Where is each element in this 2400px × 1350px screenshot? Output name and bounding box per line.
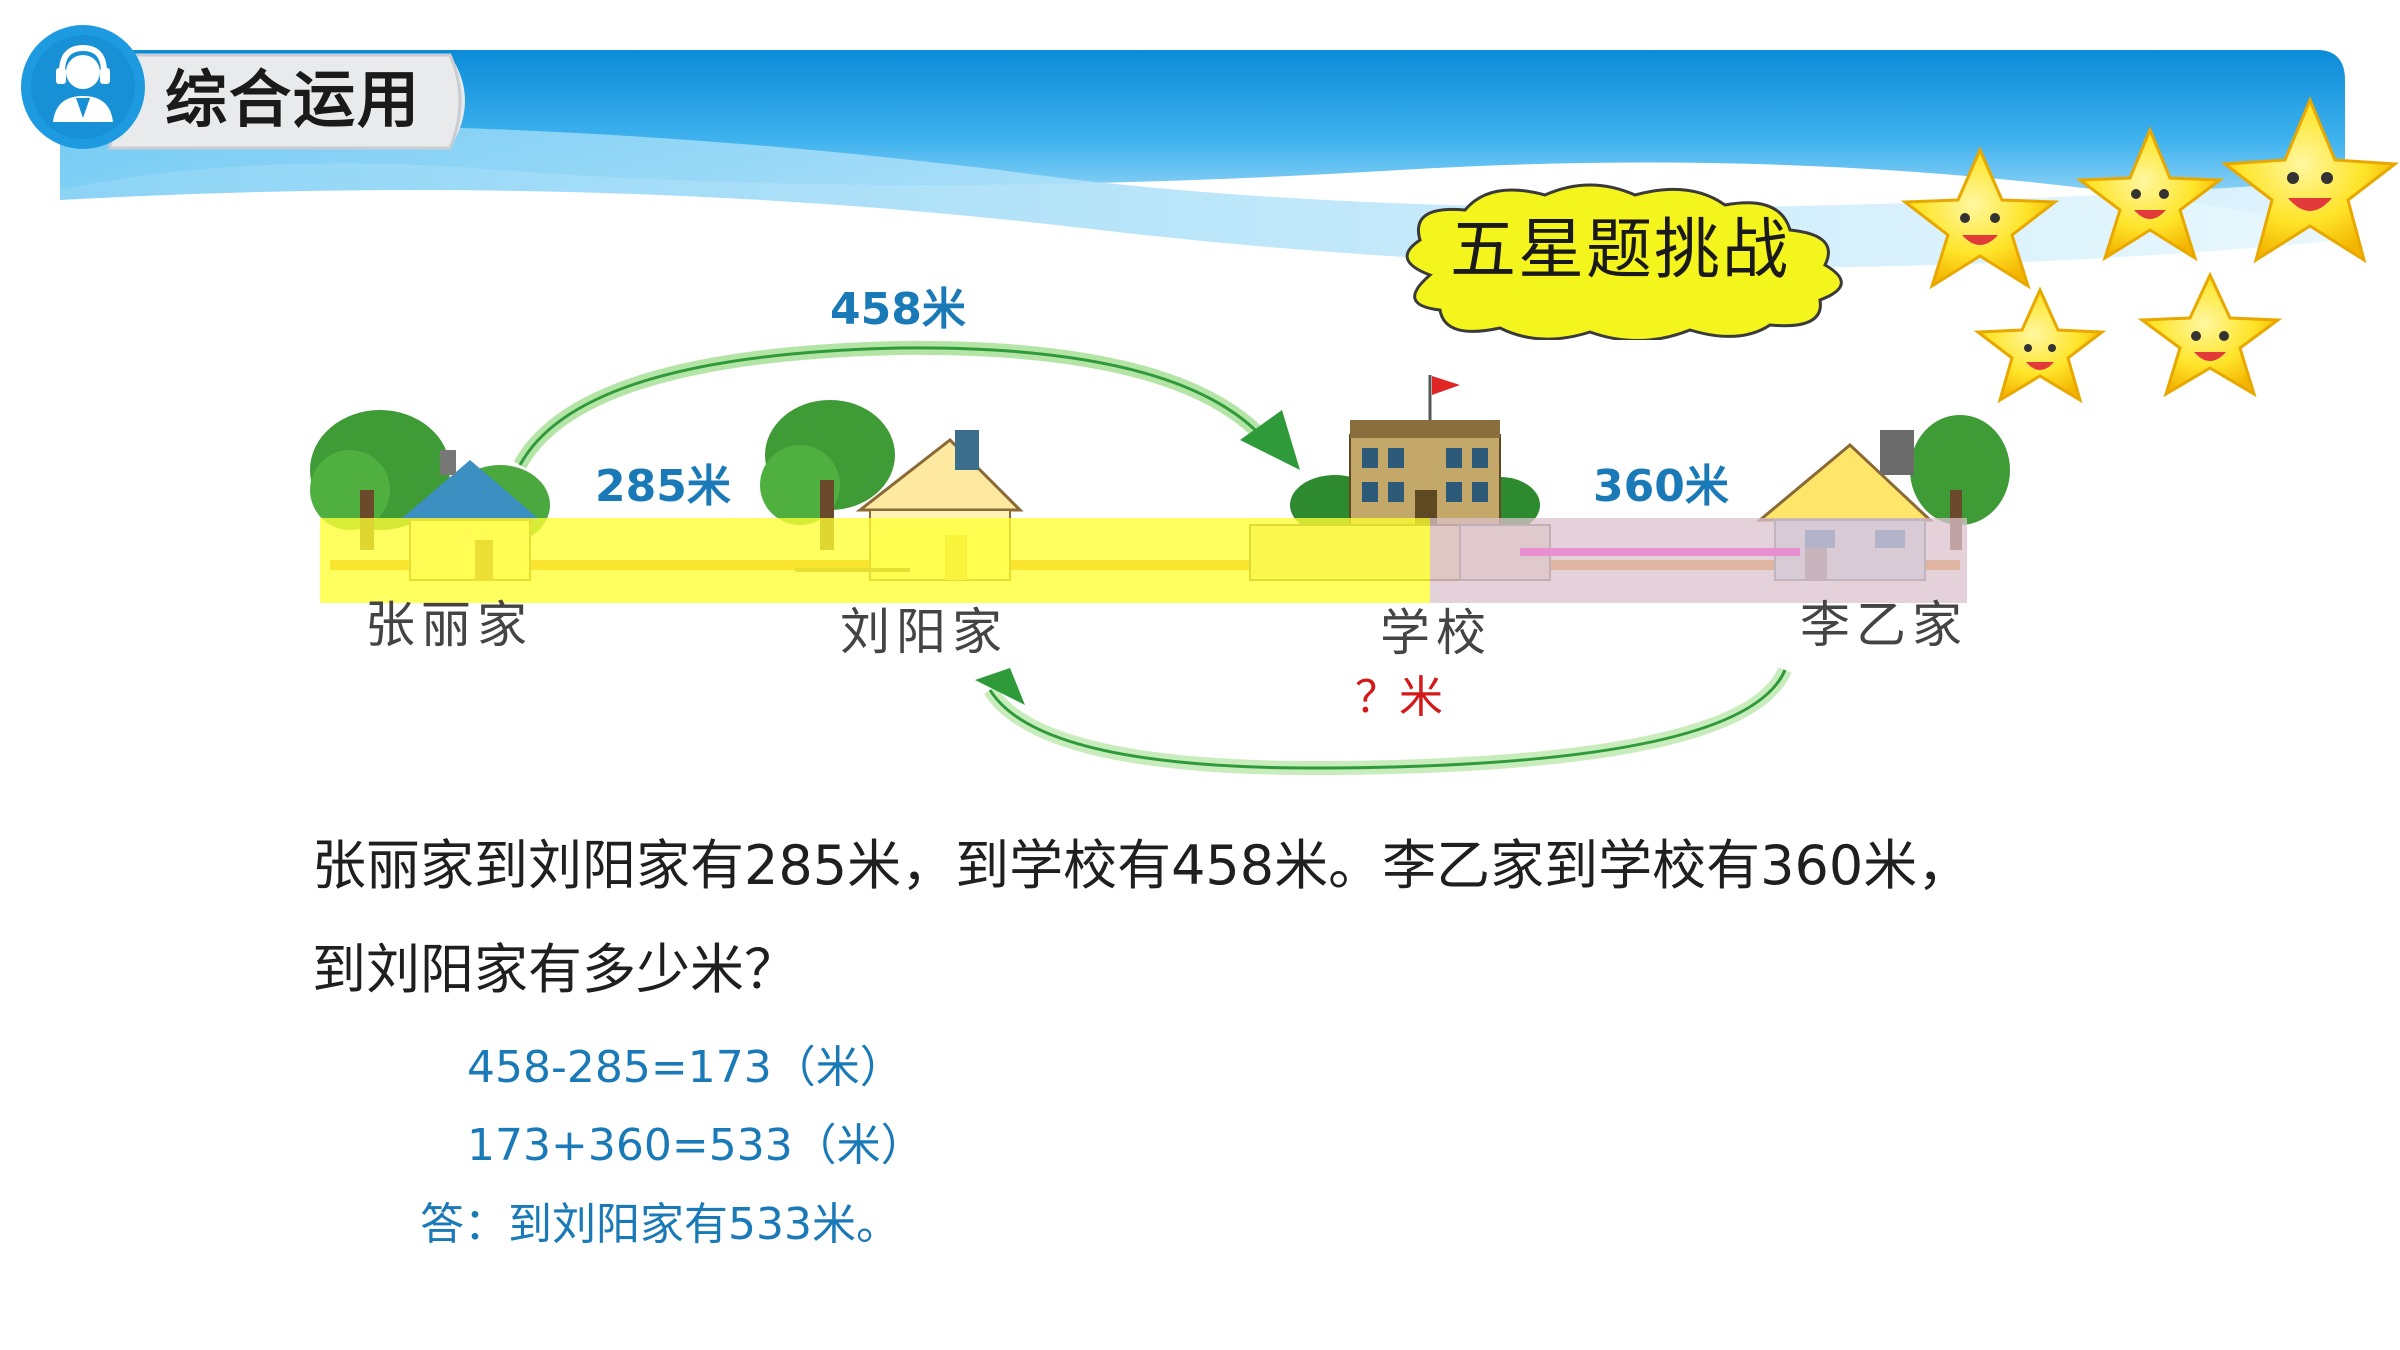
highlight-school-to-li <box>1430 518 1967 603</box>
route-diagram <box>310 340 2010 776</box>
highlight-zhang-to-school <box>320 518 1430 603</box>
place-zhang: 张丽家 <box>365 596 533 654</box>
challenge-cloud <box>1405 183 1843 340</box>
star-icon <box>2137 271 2283 398</box>
arrow-zhang-to-school <box>513 340 1300 470</box>
place-school: 学校 <box>1380 604 1492 662</box>
unknown-distance: ？米 <box>1355 672 1443 723</box>
star-icon <box>2075 126 2225 262</box>
solution-answer: 答：到刘阳家有533米。 <box>420 1199 900 1250</box>
problem-line-1: 张丽家到刘阳家有285米，到学校有458米。李乙家到学校有360米， <box>312 834 1972 897</box>
star-icon <box>2220 96 2400 264</box>
teacher-headset-icon <box>21 25 145 149</box>
star-icon <box>1900 146 2060 290</box>
place-li: 李乙家 <box>1800 596 1968 654</box>
arrow-li-to-liu <box>975 666 1792 776</box>
place-liu: 刘阳家 <box>840 603 1008 661</box>
section-title: 综合运用 <box>165 63 422 136</box>
star-icon <box>1973 286 2107 404</box>
problem-line-2: 到刘阳家有多少米？ <box>312 938 798 1001</box>
solution-step-2: 173+360=533（米） <box>467 1120 925 1171</box>
challenge-label: 五星题挑战 <box>1450 211 1790 288</box>
distance-zhang-liu: 285米 <box>595 461 731 512</box>
distance-zhang-school: 458米 <box>830 284 966 335</box>
five-stars-decoration <box>1900 96 2400 404</box>
solution-step-1: 458-285=173（米） <box>467 1042 904 1093</box>
distance-li-school: 360米 <box>1593 461 1729 512</box>
